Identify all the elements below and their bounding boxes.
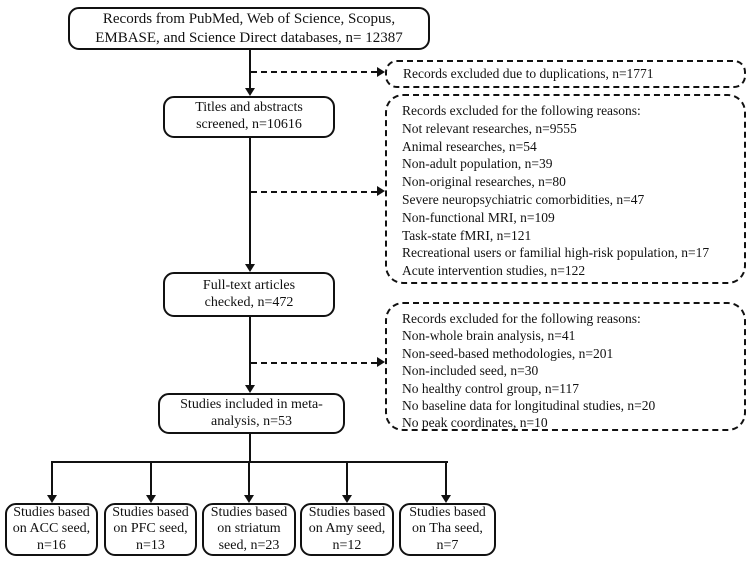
exclusion-reason: Non-original researches, n=80 (402, 174, 566, 190)
arrowhead-down-icon (342, 495, 352, 503)
duplications-excluded-text: Records excluded due to duplications, n=… (403, 66, 654, 81)
exclusion-reason: Non-seed-based methodologies, n=201 (402, 345, 614, 361)
connector-identification-screening (249, 50, 251, 88)
tha-seed-box: Studies based on Tha seed, n=7 (399, 503, 496, 556)
exclusion-reason: No healthy control group, n=117 (402, 380, 579, 396)
arrowhead-down-icon (245, 385, 255, 393)
exclusion-reason: Not relevant researches, n=9555 (402, 120, 577, 136)
exclusion-reason: No peak coordinates, n=10 (402, 415, 548, 431)
exclusion-reason: Records excluded for the following reaso… (402, 103, 641, 118)
exclusion-reason: Task-state fMRI, n=121 (402, 227, 532, 243)
exclusion-reason: Recreational users or familial high-risk… (402, 245, 710, 261)
connector-screening-eligibility (249, 138, 251, 264)
studies-included-box: Studies included in meta- analysis, n=53 (158, 393, 345, 434)
connector-screening-exclusions-branch (251, 191, 377, 193)
screening-exclusions-box: Records excluded for the following reaso… (385, 94, 746, 284)
connector-included-fanout (249, 434, 251, 463)
connector-fanout-striatum (248, 461, 250, 495)
records-identified-box: Records from PubMed, Web of Science, Sco… (68, 7, 430, 50)
exclusion-reason: Severe neuropsychiatric comorbidities, n… (402, 191, 645, 207)
arrowhead-right-icon (377, 357, 385, 367)
exclusion-reason: Acute intervention studies, n=122 (402, 263, 586, 279)
arrowhead-down-icon (441, 495, 451, 503)
arrowhead-right-icon (377, 67, 385, 77)
acc-seed-box: Studies based on ACC seed, n=16 (5, 503, 98, 556)
exclusion-reason: Animal researches, n=54 (402, 138, 537, 154)
exclusion-reason: Non-whole brain analysis, n=41 (402, 328, 576, 344)
exclusion-reason: Records excluded for the following reaso… (402, 311, 641, 326)
arrowhead-down-icon (47, 495, 57, 503)
connector-fanout-tha (445, 461, 447, 495)
amy-seed-box: Studies based on Amy seed, n=12 (300, 503, 394, 556)
connector-fanout-pfc (150, 461, 152, 495)
pfc-seed-box: Studies based on PFC seed, n=13 (104, 503, 197, 556)
exclusion-reason: Non-adult population, n=39 (402, 156, 553, 172)
exclusion-reason: Non-functional MRI, n=109 (402, 209, 555, 225)
connector-fanout-acc (51, 461, 53, 495)
striatum-seed-box: Studies based on striatum seed, n=23 (202, 503, 296, 556)
eligibility-exclusions-box: Records excluded for the following reaso… (385, 302, 746, 431)
arrowhead-right-icon (377, 186, 385, 196)
titles-abstracts-screened-box: Titles and abstracts screened, n=10616 (163, 96, 335, 138)
connector-duplications-branch (251, 71, 377, 73)
arrowhead-down-icon (146, 495, 156, 503)
arrowhead-down-icon (245, 88, 255, 96)
connector-fanout-amy (346, 461, 348, 495)
exclusion-reason: Non-included seed, n=30 (402, 363, 539, 379)
arrowhead-down-icon (245, 264, 255, 272)
connector-eligibility-included (249, 317, 251, 385)
full-text-checked-box: Full-text articles checked, n=472 (163, 272, 335, 317)
duplications-excluded-box: Records excluded due to duplications, n=… (385, 60, 746, 88)
exclusion-reason: No baseline data for longitudinal studie… (402, 398, 656, 414)
connector-eligibility-exclusions-branch (251, 362, 377, 364)
arrowhead-down-icon (244, 495, 254, 503)
